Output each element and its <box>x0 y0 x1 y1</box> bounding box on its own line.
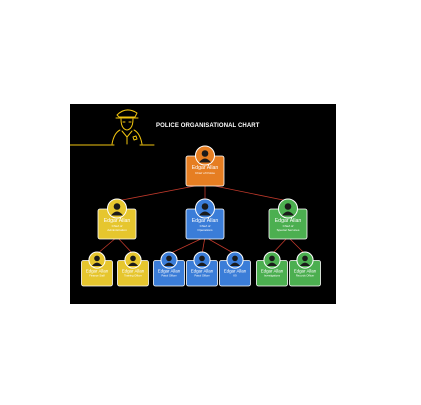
person-avatar-icon <box>124 251 142 269</box>
node-role: Chief of <box>200 224 211 228</box>
node-role: Training Officer <box>124 274 142 278</box>
person-avatar-icon <box>195 198 215 219</box>
person-avatar-icon <box>226 251 244 269</box>
chart-title: POLICE ORGANISATIONAL CHART <box>156 123 260 129</box>
node-role: K9 <box>233 274 237 278</box>
person-avatar-icon <box>88 251 106 269</box>
connector-admin-a1 <box>96 236 118 255</box>
node-name: Edgar Allan <box>86 268 109 273</box>
connector-lines <box>96 183 306 255</box>
person-avatar-icon <box>193 251 211 269</box>
node-role: Patrol Officer <box>194 274 209 278</box>
node-role: Records Officer <box>296 274 314 278</box>
node-name: Edgar Allan <box>224 268 247 273</box>
node-name: Edgar Allan <box>192 218 219 224</box>
person-avatar-icon <box>296 251 314 269</box>
connector-ops-o1 <box>168 236 206 255</box>
person-avatar-icon <box>160 251 178 269</box>
person-avatar-icon <box>278 198 298 219</box>
node-role: Investigations <box>264 274 281 278</box>
connector-special-s1 <box>271 236 289 255</box>
connector-ops-o2 <box>201 236 206 255</box>
node-name: Edgar Allan <box>104 218 131 224</box>
node-role: Finance Staff <box>89 274 105 278</box>
connector-chief-special <box>204 183 289 202</box>
person-avatar-icon <box>195 145 215 166</box>
node-role: Chief of <box>283 224 294 228</box>
person-avatar-icon <box>107 198 127 219</box>
connector-ops-o3 <box>204 236 236 255</box>
node-name: Edgar Allan <box>275 218 302 224</box>
person-avatar-icon <box>263 251 281 269</box>
node-role: Operations <box>197 228 213 232</box>
connector-chief-admin <box>116 183 206 202</box>
node-name: Edgar Allan <box>122 268 145 273</box>
node-name: Edgar Allan <box>261 268 284 273</box>
connector-admin-a2 <box>116 236 134 255</box>
node-role: Administration <box>107 228 127 232</box>
connector-special-s2 <box>287 236 306 255</box>
node-name: Edgar Allan <box>191 268 214 273</box>
node-role: Chief of Police <box>195 171 215 175</box>
node-name: Edgar Allan <box>158 268 181 273</box>
node-name: Edgar Allan <box>192 165 219 171</box>
node-role: Special Services <box>277 228 300 232</box>
node-name: Edgar Allan <box>294 268 317 273</box>
node-role: Chief of <box>112 224 123 228</box>
node-role: Patrol Officer <box>161 274 176 278</box>
police-officer-icon <box>70 109 155 146</box>
